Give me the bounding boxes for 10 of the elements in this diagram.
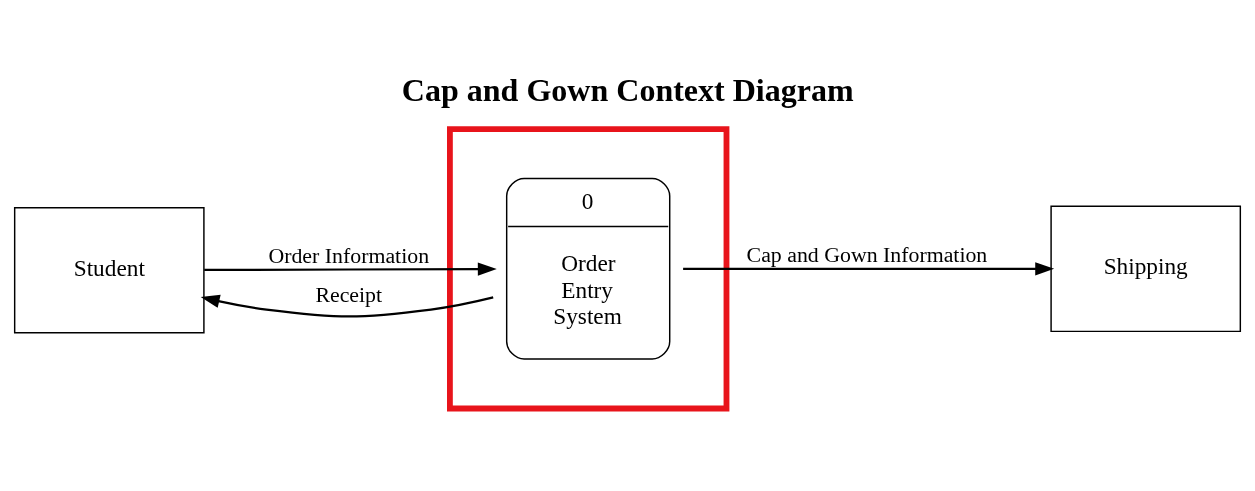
node-box: Student xyxy=(13,206,205,334)
arrow xyxy=(683,262,1055,276)
edge-label: Receipt xyxy=(315,283,383,308)
node-box: Shipping xyxy=(1050,205,1242,333)
diagram-title: Cap and Gown Context Diagram xyxy=(401,71,854,108)
cluster xyxy=(447,126,730,412)
arrow xyxy=(204,262,497,276)
edge-label: Cap and Gown Information xyxy=(746,242,988,267)
edge-label: Order Information xyxy=(268,243,430,268)
arrow xyxy=(200,294,494,318)
